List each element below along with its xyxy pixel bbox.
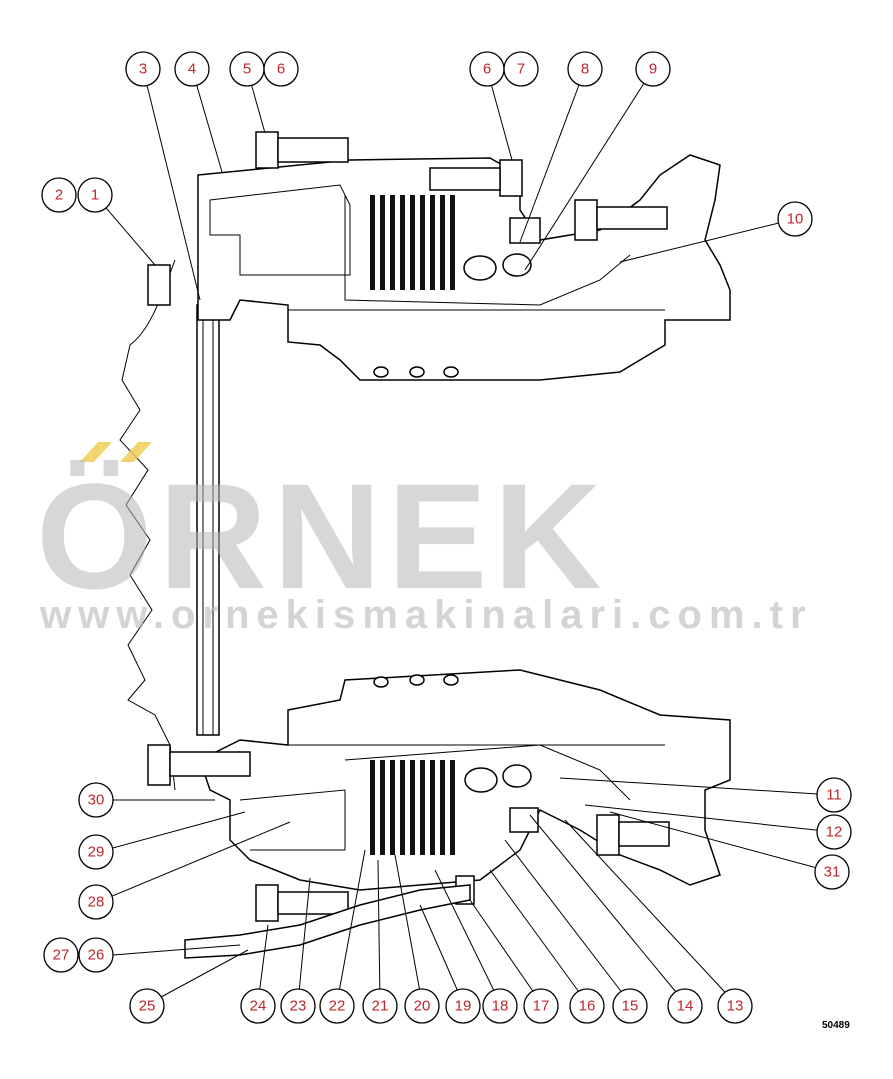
svg-text:12: 12 <box>826 824 843 841</box>
svg-text:11: 11 <box>826 787 842 804</box>
callout-13: 13 <box>717 988 753 1024</box>
svg-text:7: 7 <box>517 61 525 78</box>
watermark-brand: ÖRNEK <box>36 452 608 620</box>
svg-text:23: 23 <box>290 998 307 1015</box>
callout-21: 21 <box>362 988 398 1024</box>
callout-23: 23 <box>280 988 316 1024</box>
callout-15: 15 <box>612 988 648 1024</box>
svg-text:15: 15 <box>622 998 639 1015</box>
callout-11: 11 <box>816 777 852 813</box>
callout-2: 2 <box>41 177 77 213</box>
watermark-accent-left <box>80 442 112 462</box>
svg-text:20: 20 <box>414 998 431 1015</box>
svg-text:10: 10 <box>787 211 804 228</box>
callout-25: 25 <box>129 988 165 1024</box>
svg-text:14: 14 <box>677 998 694 1015</box>
svg-text:1: 1 <box>91 187 99 204</box>
svg-text:18: 18 <box>492 998 509 1015</box>
callout-12: 12 <box>816 814 852 850</box>
svg-text:13: 13 <box>727 998 744 1015</box>
assembly-drawing: 50489 <box>119 131 850 1031</box>
svg-text:2: 2 <box>55 187 63 204</box>
svg-text:9: 9 <box>649 61 657 78</box>
svg-text:31: 31 <box>824 864 841 881</box>
callout-22: 22 <box>319 988 355 1024</box>
callout-29: 29 <box>78 834 114 870</box>
svg-text:26: 26 <box>88 947 105 964</box>
callout-17: 17 <box>523 988 559 1024</box>
svg-text:28: 28 <box>88 894 105 911</box>
callout-9: 9 <box>635 51 671 87</box>
callout-8: 8 <box>567 51 603 87</box>
callout-30: 30 <box>78 782 114 818</box>
svg-text:24: 24 <box>250 998 267 1015</box>
callout-19: 19 <box>445 988 481 1024</box>
svg-text:21: 21 <box>372 998 389 1015</box>
callout-24: 24 <box>240 988 276 1024</box>
watermark-url: www.ornekismakinalari.com.tr <box>39 593 813 637</box>
svg-text:16: 16 <box>579 998 596 1015</box>
svg-text:4: 4 <box>188 61 196 78</box>
callout-20: 20 <box>404 988 440 1024</box>
callout-27: 27 <box>43 937 79 973</box>
callout-31: 31 <box>814 854 850 890</box>
callout-6b: 6 <box>469 51 505 87</box>
callout-3: 3 <box>125 51 161 87</box>
callout-1: 1 <box>77 177 113 213</box>
callout-10: 10 <box>777 201 813 237</box>
svg-text:5: 5 <box>243 61 251 78</box>
callouts: 1 2 3 4 5 6 6 7 8 9 10 11 12 31 13 14 15… <box>41 51 852 1024</box>
svg-text:27: 27 <box>53 947 70 964</box>
callout-5: 5 <box>229 51 265 87</box>
callout-18: 18 <box>482 988 518 1024</box>
svg-text:22: 22 <box>329 998 346 1015</box>
callout-4: 4 <box>174 51 210 87</box>
upper-disc-pack <box>370 195 455 290</box>
svg-text:30: 30 <box>88 792 105 809</box>
lower-disc-pack <box>370 760 455 855</box>
svg-text:29: 29 <box>88 844 105 861</box>
watermark: ÖRNEK www.ornekismakinalari.com.tr <box>36 442 813 637</box>
callout-16: 16 <box>569 988 605 1024</box>
svg-text:17: 17 <box>533 998 550 1015</box>
drawing-number: 50489 <box>822 1020 850 1031</box>
callout-26: 26 <box>78 937 114 973</box>
svg-text:6: 6 <box>483 61 491 78</box>
callout-14: 14 <box>667 988 703 1024</box>
svg-text:3: 3 <box>139 61 147 78</box>
callout-28: 28 <box>78 884 114 920</box>
svg-text:25: 25 <box>139 998 156 1015</box>
svg-text:8: 8 <box>581 61 589 78</box>
svg-text:6: 6 <box>277 61 285 78</box>
svg-text:19: 19 <box>455 998 472 1015</box>
callout-7: 7 <box>503 51 539 87</box>
callout-6a: 6 <box>263 51 299 87</box>
watermark-accent-right <box>120 442 152 462</box>
